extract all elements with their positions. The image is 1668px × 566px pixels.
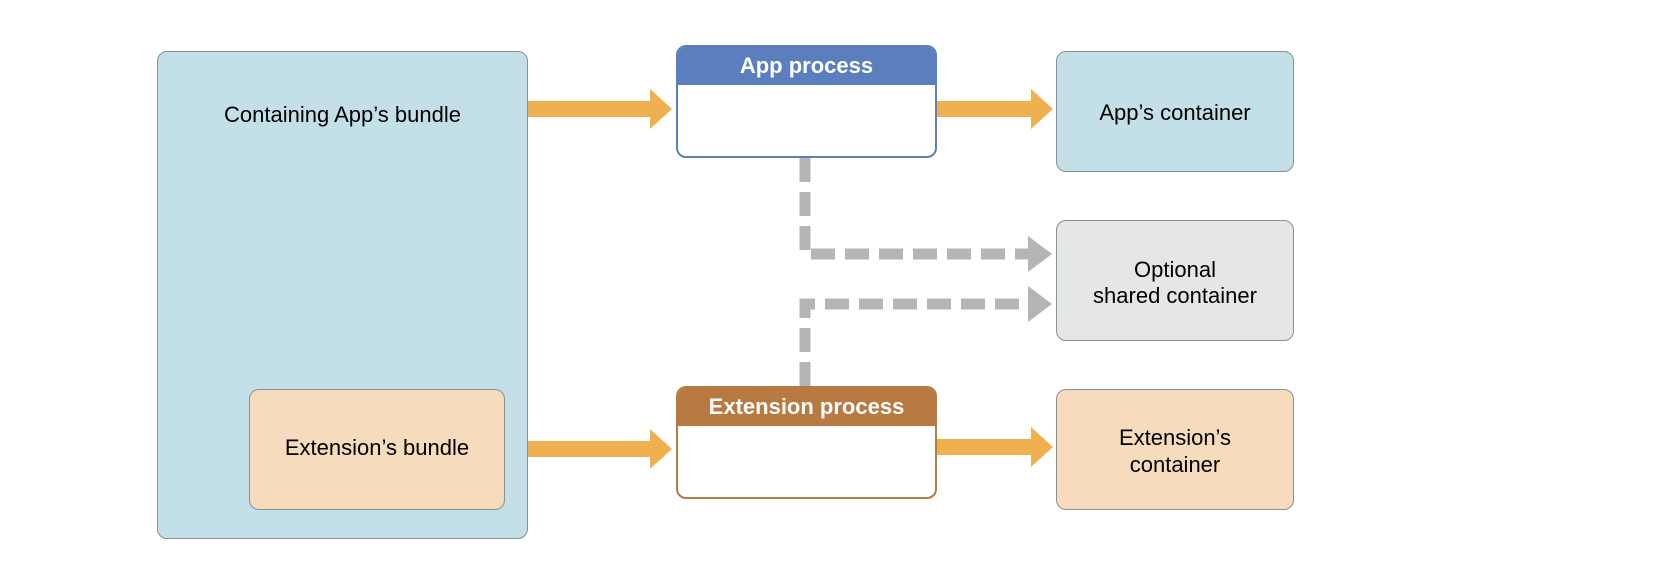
app-process: App process [676,45,937,158]
containing-app-bundle-label: Containing App’s bundle [224,102,461,127]
dashed-link-extension-to-shared [799,298,1028,386]
dashed-arrowhead-extension [1028,286,1052,322]
extension-container-label-line2: container [1129,452,1221,477]
shared-container [1056,220,1294,341]
dashed-arrowhead-app [1028,236,1052,272]
arrow-extension-process-to-container [937,427,1053,467]
app-container [1056,51,1294,172]
shared-container-label-line1: Optional [1134,257,1216,282]
dashed-link-app-to-shared [799,158,1028,260]
arrow-extension-bundle-to-process [505,429,672,469]
extension-container [1056,389,1294,510]
extension-process-header: Extension process [678,388,935,426]
arrow-app-process-to-container [937,89,1053,129]
extension-bundle-label: Extension’s bundle [284,435,470,460]
extension-container-label-line1: Extension’s [1118,425,1232,450]
dashed-links [799,158,1028,386]
extension-bundle [249,389,505,510]
shared-container-label-line2: shared container [1093,283,1257,308]
extension-process: Extension process [676,386,937,499]
app-container-label: App’s container [1099,100,1251,125]
app-process-header: App process [678,47,935,85]
arrow-bundle-to-app-process [528,89,672,129]
